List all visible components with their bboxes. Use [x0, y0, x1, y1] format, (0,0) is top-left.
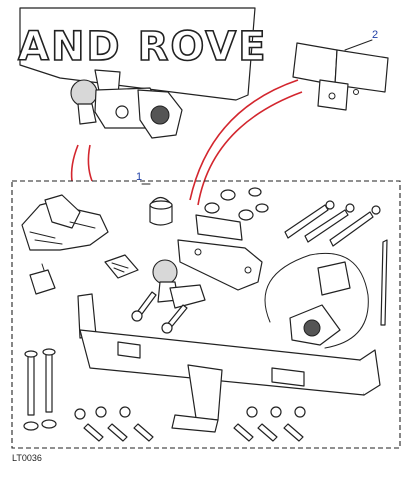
callout-1-label: 1	[136, 171, 142, 183]
cable-tie	[380, 239, 388, 326]
mounting-bolts-upper	[284, 200, 381, 247]
drawing-reference-code: LT0036	[12, 453, 42, 463]
tow-ball-mounting-plate	[177, 214, 263, 291]
mounted-tow-ball-assembly	[70, 69, 183, 139]
tow-ball-cap	[149, 196, 173, 226]
bumper-lettering: AND ROVE	[18, 24, 268, 70]
fixing-bolts-left-group	[74, 406, 154, 442]
towing-crossmember	[77, 293, 381, 433]
kit-boundary	[11, 180, 401, 449]
tow-ball-bolts	[131, 291, 188, 334]
relay-module	[29, 263, 56, 295]
leader-line-plate-bracket	[189, 79, 303, 206]
mounting-bolts-vertical	[23, 348, 57, 431]
electrical-socket-wiring-loom	[264, 252, 369, 349]
fixing-bolts-right-group	[233, 406, 306, 442]
gloves	[21, 194, 109, 251]
instruction-leaflet	[104, 254, 139, 279]
leader-line-tow-ball	[70, 144, 93, 182]
callout-2-label: 2	[372, 29, 378, 41]
vehicle-rear-bumper: AND ROVE	[17, 7, 268, 101]
number-plate-bracket	[292, 42, 389, 111]
tow-ball	[152, 259, 206, 309]
